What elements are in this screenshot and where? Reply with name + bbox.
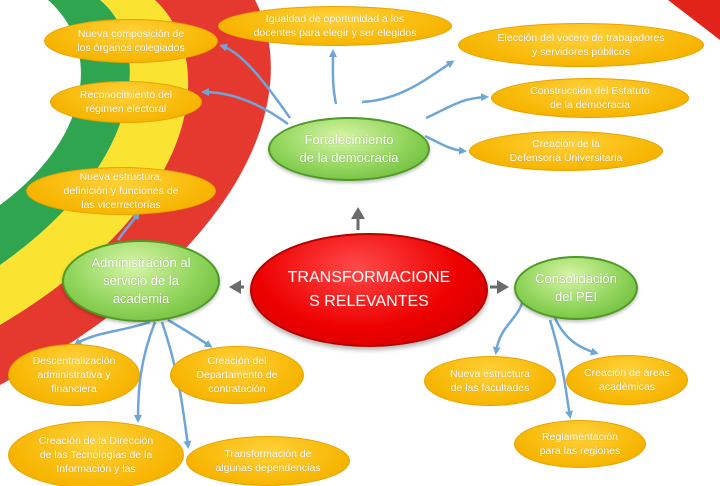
hub-pei: Consolidación del PEI (514, 256, 638, 320)
leaf-organos-colegiados: Nueva composición de los órganos colegia… (44, 19, 218, 63)
link-regimen (201, 88, 289, 126)
link-vicerrectorias (116, 211, 140, 241)
leaf-label: Nueva composición de los órganos colegia… (77, 28, 185, 54)
hub-academia: Administración al servicio de la academi… (62, 240, 220, 322)
leaf-descentralizacion: Descentralización administrativa y finan… (8, 344, 140, 406)
link-direccion (134, 321, 157, 423)
leaf-label: Reglamentación para las regiones (539, 431, 621, 457)
leaf-areas-academicas: Creación de áreas académicas (566, 355, 688, 405)
arrow-to-democracy (351, 207, 365, 230)
leaf-label: Creación de áreas académicas (584, 367, 670, 393)
hub-democracy-label: Fortalecimiento de la democracia (299, 132, 399, 165)
leaf-label: Creación de la Dirección de las Tecnolog… (38, 435, 154, 475)
link-facultades (492, 299, 525, 355)
central-node-label: TRANSFORMACIONE S RELEVANTES (287, 269, 451, 310)
leaf-reglamentacion-regiones: Reglamentación para las regiones (514, 420, 646, 468)
link-areas (553, 317, 599, 356)
leaf-label: Igualdad de oportunidad a los docentes p… (253, 13, 417, 39)
link-igualdad (328, 49, 338, 105)
leaf-label: Nueva estructura de las facultades (450, 368, 530, 394)
hub-democracy: Fortalecimiento de la democracia (268, 117, 430, 181)
arrow-to-pei (490, 280, 509, 294)
link-descentralizacion (73, 320, 151, 346)
leaf-igualdad-docentes: Igualdad de oportunidad a los docentes p… (218, 6, 452, 46)
leaf-estatuto-democracia: Construcción del Estatuto de la democrac… (491, 78, 689, 118)
link-regiones (548, 319, 573, 419)
leaf-regimen-electoral: Reconocimiento del régimen electoral (50, 81, 202, 123)
link-organos (219, 43, 292, 119)
leaf-estructura-facultades: Nueva estructura de las facultades (424, 356, 556, 406)
leaf-label: Nueva estructura, definición y funciones… (63, 171, 179, 211)
leaf-label: Construcción del Estatuto de la democrac… (530, 85, 650, 111)
connector-lines (73, 43, 599, 449)
link-estatuto (425, 93, 489, 120)
leaf-label: Elección del vocero de trabajadores y se… (497, 32, 665, 58)
leaf-transformacion-dependencias: Transformación de algunas dependencias (186, 436, 350, 486)
leaf-label: Creación del Departamento de contratació… (196, 355, 278, 395)
hub-academia-label: Administración al servicio de la academi… (91, 255, 191, 306)
leaf-label: Descentralización administrativa y finan… (32, 355, 116, 395)
leaf-vicerrectorias: Nueva estructura, definición y funciones… (26, 167, 216, 215)
leaf-label: Reconocimiento del régimen electoral (79, 89, 173, 115)
central-node: TRANSFORMACIONE S RELEVANTES (250, 233, 488, 347)
hub-pei-label: Consolidación del PEI (535, 271, 617, 304)
leaf-direccion-tecnologias: Creación de la Dirección de las Tecnolog… (8, 421, 184, 486)
arrow-to-academia (229, 280, 244, 294)
leaf-departamento-contratacion: Creación del Departamento de contratació… (170, 346, 304, 404)
link-vocero (361, 60, 455, 104)
link-contratacion (167, 318, 213, 348)
leaf-vocero-trabajadores: Elección del vocero de trabajadores y se… (458, 23, 704, 67)
leaf-defensoria-universitaria: Creación de la Defensoría Universitaria (469, 131, 663, 171)
link-defensoria (424, 134, 467, 155)
leaf-label: Creación de la Defensoría Universitaria (509, 138, 623, 164)
leaf-label: Transformación de algunas dependencias (215, 448, 321, 474)
